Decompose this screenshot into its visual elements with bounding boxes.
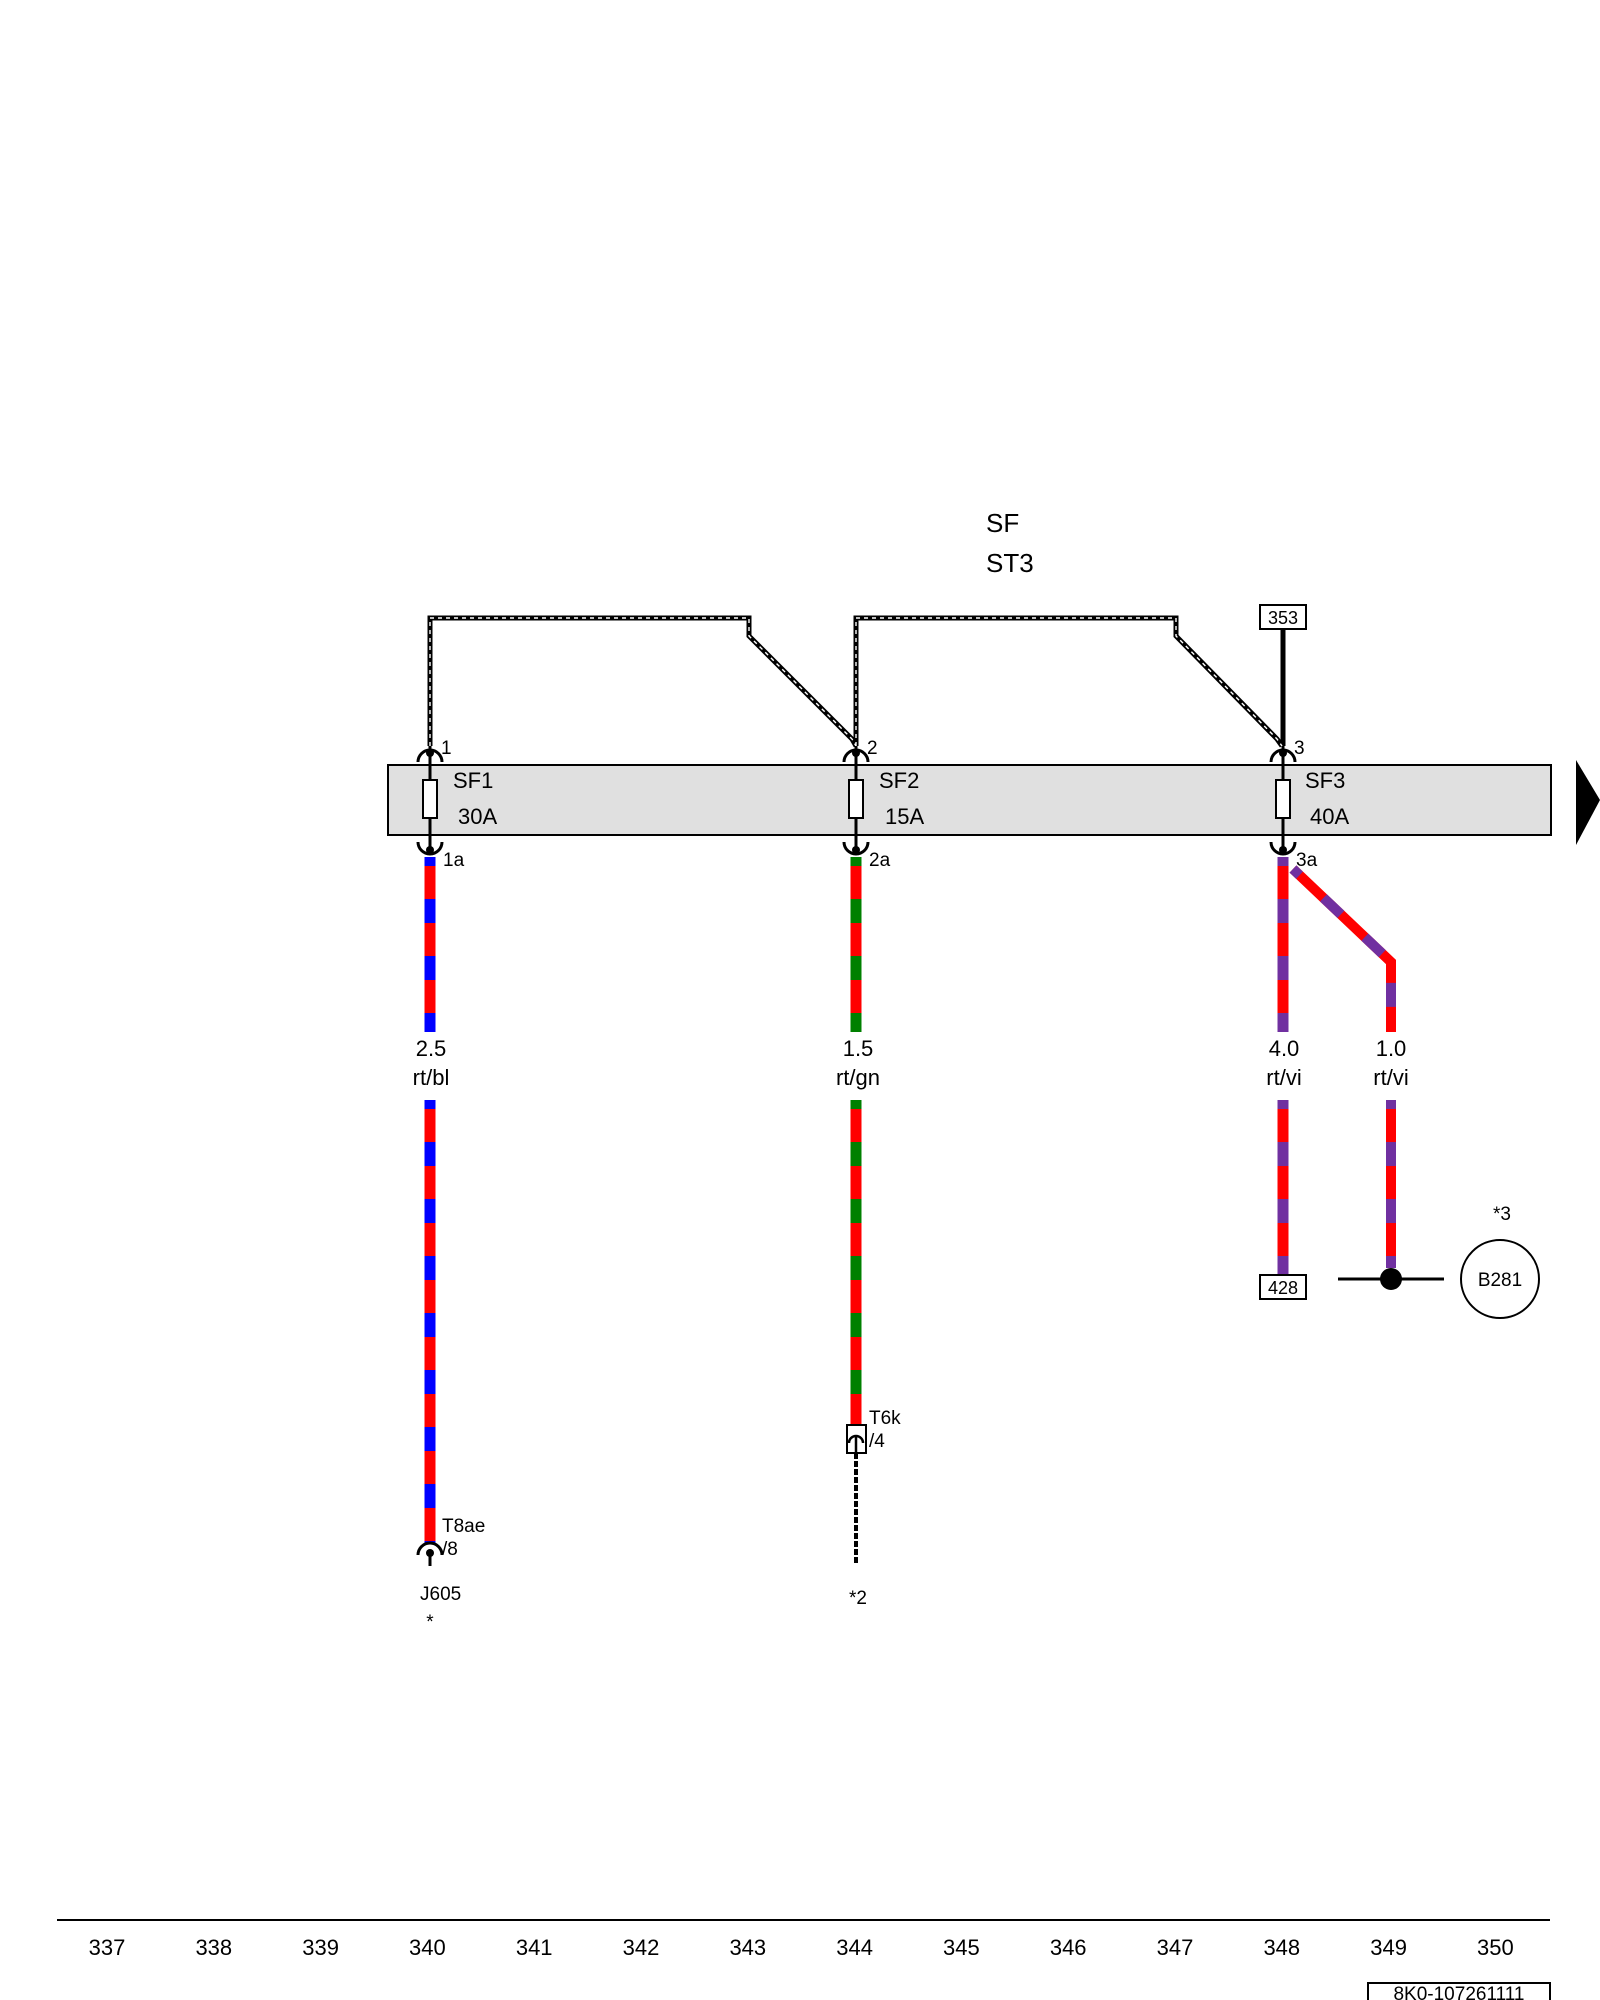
connector-t8ae[interactable]: T8ae /8 <box>416 1516 485 1566</box>
footer-column-340: 340 <box>409 1935 446 1960</box>
footer-column-338: 338 <box>195 1935 232 1960</box>
component-j605[interactable]: J605 <box>420 1584 461 1605</box>
footer-column-342: 342 <box>623 1935 660 1960</box>
pin-label-2: 2 <box>867 738 878 759</box>
wire-color-code: rt/vi <box>1373 1065 1408 1090</box>
reference-box-428[interactable]: 428 <box>1259 1274 1307 1300</box>
footer-column-347: 347 <box>1157 1935 1194 1960</box>
reference-box-353[interactable]: 353 <box>1259 604 1307 630</box>
fuse-carrier-label: ST3 <box>986 548 1034 578</box>
wire-stripe <box>1289 865 1396 1032</box>
fuse-sf3[interactable]: SF3 40A <box>1275 746 1349 850</box>
svg-text:428: 428 <box>1268 1278 1298 1298</box>
note-b281: *3 <box>1493 1204 1511 1225</box>
terminal-dots <box>426 749 1287 854</box>
footer-column-345: 345 <box>943 1935 980 1960</box>
fuse-label: SF2 <box>879 768 919 793</box>
footer-column-337: 337 <box>89 1935 126 1960</box>
feed-wire-sf1-sf2 <box>427 615 859 748</box>
wire-rt-vi-branch[interactable] <box>1289 865 1396 1268</box>
connector-t6k[interactable]: T6k /4 <box>846 1408 901 1564</box>
fuse-carrier-bar <box>387 764 1552 836</box>
pin-label-3: 3 <box>1294 738 1305 759</box>
fuse-group-label: SF <box>986 508 1019 538</box>
fuse-rating: 15A <box>885 804 924 829</box>
fuse-rating: 30A <box>458 804 497 829</box>
feed-wire-dashes <box>429 617 1283 747</box>
footer-column-349: 349 <box>1370 1935 1407 1960</box>
wire-size: 1.0 <box>1376 1036 1407 1061</box>
wire-size: 1.5 <box>843 1036 874 1061</box>
pin-label-1: 1 <box>441 738 452 759</box>
junction-b281 <box>1338 1268 1444 1290</box>
fuse-rating: 40A <box>1310 804 1349 829</box>
pin-label-1a: 1a <box>443 850 465 871</box>
footer-column-343: 343 <box>729 1935 766 1960</box>
svg-text:8K0-107261111: 8K0-107261111 <box>1393 1984 1524 2000</box>
footer-column-339: 339 <box>302 1935 339 1960</box>
footer-column-numbers: 337 338 339 340 341 342 343 344 345 346 347 348 349 3… <box>89 1935 1514 1960</box>
footer-column-344: 344 <box>836 1935 873 1960</box>
fuse-sf2[interactable]: SF2 15A <box>848 746 924 850</box>
pin-label-2a: 2a <box>869 850 891 871</box>
feed-wire-sf2-sf3 <box>853 615 1285 748</box>
svg-text:353: 353 <box>1268 608 1298 628</box>
wire-color-code: rt/gn <box>836 1065 880 1090</box>
wire-size: 2.5 <box>416 1036 447 1061</box>
fuse-sf1[interactable]: SF1 30A <box>422 746 497 850</box>
fuse-label: SF1 <box>453 768 493 793</box>
pin-label-3a: 3a <box>1296 850 1318 871</box>
fuse-label: SF3 <box>1305 768 1345 793</box>
wire-size: 4.0 <box>1269 1036 1300 1061</box>
footer-column-346: 346 <box>1050 1935 1087 1960</box>
connector-pin: /4 <box>869 1431 885 1452</box>
footer-column-348: 348 <box>1263 1935 1300 1960</box>
continuation-arrow-icon[interactable] <box>1576 760 1600 845</box>
connector-label: T6k <box>869 1408 901 1429</box>
component-b281[interactable]: B281 <box>1460 1239 1540 1319</box>
connector-label: T8ae <box>442 1516 485 1537</box>
note-t6k: *2 <box>849 1588 867 1609</box>
wire-color-code: rt/bl <box>413 1065 450 1090</box>
wire-spec-labels: 2.5 rt/bl 1.5 rt/gn 4.0 rt/vi 1.0 rt/vi <box>413 1036 1409 1090</box>
footer-column-341: 341 <box>516 1935 553 1960</box>
document-code-box: 8K0-107261111 <box>1367 1982 1551 2000</box>
component-label: B281 <box>1478 1270 1522 1291</box>
footer-column-350: 350 <box>1477 1935 1514 1960</box>
wire-color-code: rt/vi <box>1266 1065 1301 1090</box>
connector-pin: /8 <box>442 1539 458 1560</box>
note-j605: * <box>426 1612 434 1633</box>
